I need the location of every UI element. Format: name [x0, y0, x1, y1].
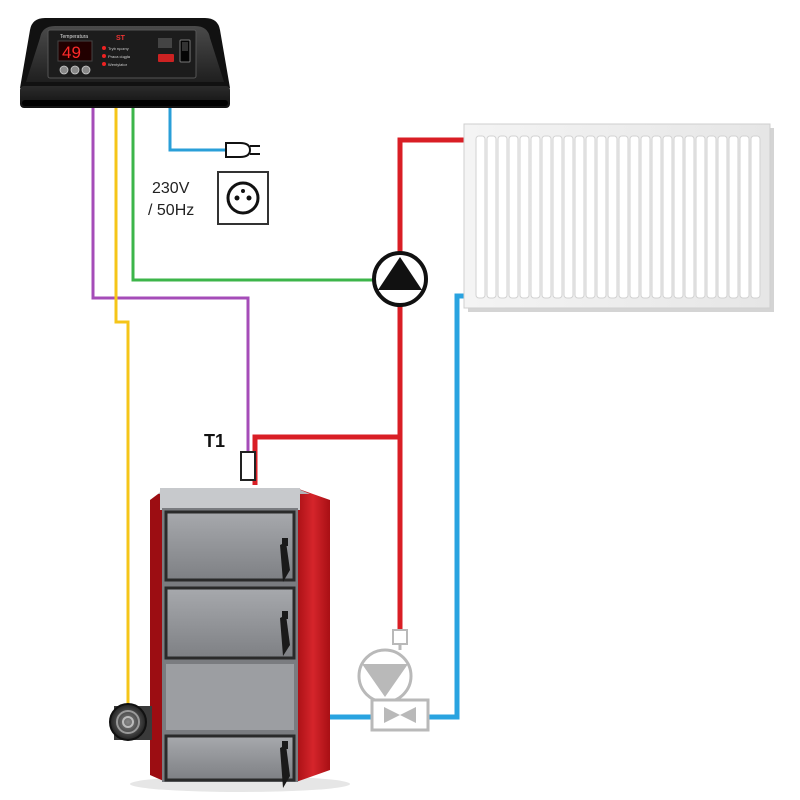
radiator-fin: [607, 135, 618, 299]
radiator-fin: [618, 135, 629, 299]
controller-badge-icon: [158, 38, 172, 48]
pump-wire-green: [131, 108, 375, 282]
radiator-fin: [475, 135, 486, 299]
indicator-1-icon: [102, 46, 106, 50]
indicator-2-icon: [102, 54, 106, 58]
frequency-label: / 50Hz: [148, 202, 194, 219]
supply-pipe-red: [252, 137, 468, 485]
radiator-fin: [486, 135, 497, 299]
radiator-fin: [519, 135, 530, 299]
sensor-label: T1: [204, 431, 225, 451]
temperature-sensor-t1: [240, 451, 256, 481]
controller-unit: Temperatura 49 ST Tryb ręczny Praca ciąg…: [20, 18, 230, 108]
radiator-fin: [574, 135, 585, 299]
radiator-fin: [640, 135, 651, 299]
radiator-fin: [585, 135, 596, 299]
radiator-fin: [552, 135, 563, 299]
radiator-fin: [662, 135, 673, 299]
radiator-fin: [728, 135, 739, 299]
radiator-fin: [750, 135, 761, 299]
controller-button-1[interactable]: [59, 65, 69, 75]
controller-button-3[interactable]: [81, 65, 91, 75]
power-outlet-icon: [217, 171, 269, 225]
radiator-fin: [596, 135, 607, 299]
radiator-fin: [563, 135, 574, 299]
voltage-label: 230V: [152, 180, 190, 197]
controller-header-text: Temperatura: [60, 34, 88, 40]
radiator-fin: [497, 135, 508, 299]
indicator-3-icon: [102, 62, 106, 66]
menu-item-1: Tryb ręczny: [108, 46, 129, 51]
menu-item-2: Praca ciągła: [108, 54, 131, 59]
power-wire-blue: [168, 108, 226, 152]
menu-item-3: Wentylator: [108, 62, 128, 67]
mixing-valve-pump-icon: [357, 629, 430, 732]
controller-button-2[interactable]: [70, 65, 80, 75]
radiator: [463, 123, 774, 312]
radiator-fin: [684, 135, 695, 299]
controller-display-value: 49: [62, 43, 81, 62]
boiler: [130, 488, 350, 792]
radiator-fin: [673, 135, 684, 299]
radiator-fin: [695, 135, 706, 299]
radiator-fin: [530, 135, 541, 299]
radiator-fin: [651, 135, 662, 299]
controller-logo-icon: [158, 54, 174, 62]
radiator-fin: [629, 135, 640, 299]
circulation-pump-icon: [372, 251, 428, 307]
sensor-wire-purple: [91, 108, 250, 452]
radiator-fin: [739, 135, 750, 299]
wires: [91, 108, 375, 705]
radiator-fin: [717, 135, 728, 299]
fan-wire-yellow: [114, 108, 130, 705]
power-plug-icon: [225, 142, 260, 158]
controller-brand: ST: [116, 35, 126, 42]
controller-display: [57, 40, 93, 62]
radiator-fin: [508, 135, 519, 299]
blower-fan-icon: [109, 703, 152, 741]
radiator-fin: [706, 135, 717, 299]
radiator-fin: [541, 135, 552, 299]
